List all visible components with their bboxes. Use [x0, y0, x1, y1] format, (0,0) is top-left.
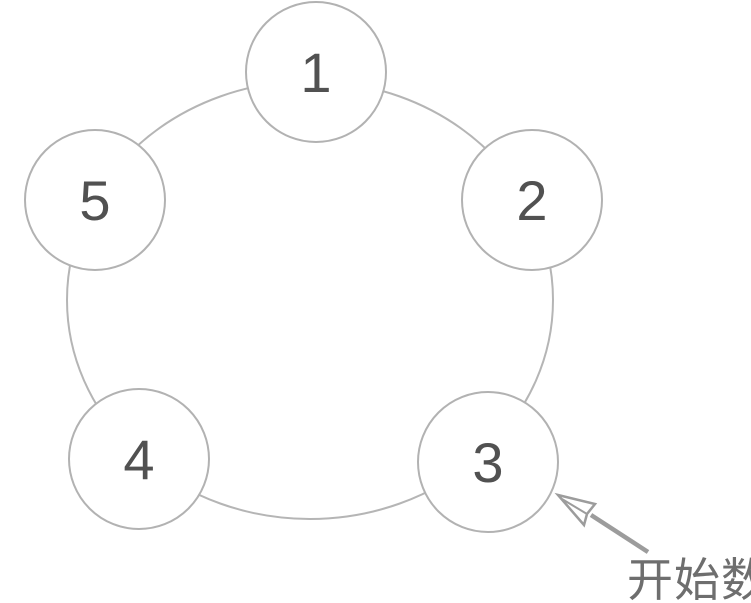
node-4: 4 — [68, 388, 210, 530]
node-label-1: 1 — [300, 41, 331, 104]
node-label-2: 2 — [516, 169, 547, 232]
start-arrow-icon — [554, 492, 650, 554]
arrow-fold-line — [561, 498, 588, 515]
arrow-shaft — [589, 513, 650, 554]
node-1: 1 — [245, 1, 387, 143]
node-5: 5 — [24, 129, 166, 271]
node-3: 3 — [417, 391, 559, 533]
node-2: 2 — [461, 129, 603, 271]
node-label-3: 3 — [472, 431, 503, 494]
node-circle-2 — [461, 129, 603, 271]
node-circle-5 — [24, 129, 166, 271]
node-circle-1 — [245, 1, 387, 143]
start-label: 开始数 — [627, 554, 751, 603]
node-circle-3 — [417, 391, 559, 533]
node-label-5: 5 — [79, 169, 110, 232]
node-label-4: 4 — [123, 428, 154, 491]
node-circle-4 — [68, 388, 210, 530]
